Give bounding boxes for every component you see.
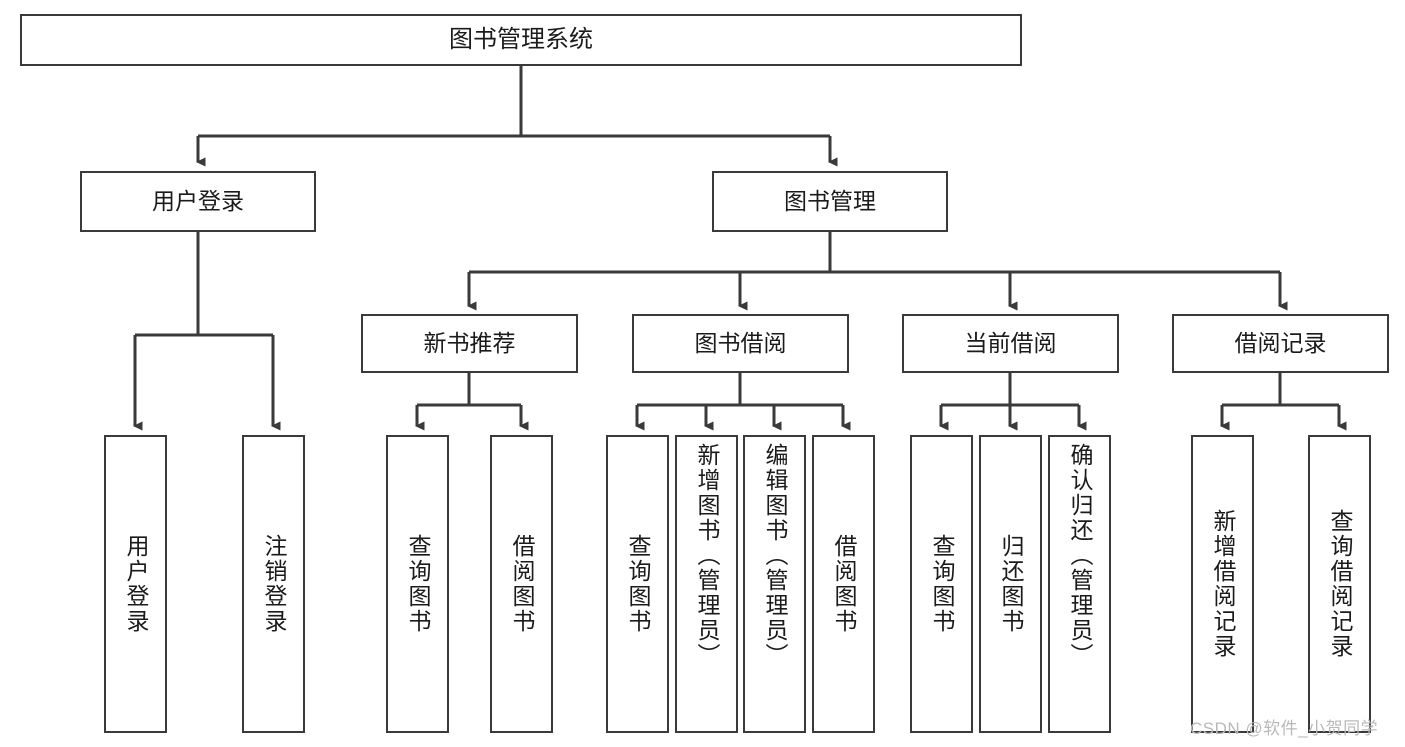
node-leaf-confirm-return[interactable]: 确认归还（管理员） <box>1048 435 1111 733</box>
node-leaf-query-book-1-label: 查询图书 <box>405 534 431 634</box>
node-leaf-user-login[interactable]: 用户登录 <box>104 435 167 733</box>
node-borrow-record[interactable]: 借阅记录 <box>1172 314 1389 373</box>
node-leaf-query-book-1[interactable]: 查询图书 <box>386 435 449 733</box>
node-book-manage[interactable]: 图书管理 <box>712 171 948 232</box>
node-leaf-query-book-3-label: 查询图书 <box>929 534 955 634</box>
node-leaf-borrow-book-2-label: 借阅图书 <box>831 534 857 634</box>
node-leaf-borrow-book-2[interactable]: 借阅图书 <box>812 435 875 733</box>
node-borrow-record-label: 借阅记录 <box>1234 329 1327 356</box>
node-leaf-user-login-label: 用户登录 <box>123 534 149 634</box>
node-leaf-query-record-label: 查询借阅记录 <box>1327 509 1353 659</box>
node-leaf-query-book-2[interactable]: 查询图书 <box>606 435 669 733</box>
node-book-borrow-label: 图书借阅 <box>694 329 787 356</box>
node-user-login-label: 用户登录 <box>152 187 244 214</box>
node-current-borrow-label: 当前借阅 <box>964 329 1057 356</box>
node-leaf-query-book-3[interactable]: 查询图书 <box>910 435 973 733</box>
node-current-borrow[interactable]: 当前借阅 <box>902 314 1119 373</box>
node-leaf-return-book[interactable]: 归还图书 <box>979 435 1042 733</box>
node-leaf-logout[interactable]: 注销登录 <box>242 435 305 733</box>
node-leaf-query-book-2-label: 查询图书 <box>625 534 651 634</box>
node-book-borrow[interactable]: 图书借阅 <box>632 314 849 373</box>
node-leaf-return-book-label: 归还图书 <box>998 534 1024 634</box>
node-root[interactable]: 图书管理系统 <box>20 14 1022 66</box>
node-leaf-add-book-label: 新增图书（管理员） <box>694 443 720 668</box>
node-leaf-add-record-label: 新增借阅记录 <box>1210 509 1236 659</box>
node-leaf-borrow-book-1[interactable]: 借阅图书 <box>490 435 553 733</box>
node-leaf-logout-label: 注销登录 <box>261 534 287 634</box>
node-leaf-borrow-book-1-label: 借阅图书 <box>509 534 535 634</box>
node-book-manage-label: 图书管理 <box>784 187 876 214</box>
node-root-label: 图书管理系统 <box>449 25 593 53</box>
node-leaf-add-book[interactable]: 新增图书（管理员） <box>675 435 738 733</box>
node-leaf-add-record[interactable]: 新增借阅记录 <box>1191 435 1254 733</box>
node-leaf-query-record[interactable]: 查询借阅记录 <box>1308 435 1371 733</box>
node-leaf-edit-book[interactable]: 编辑图书（管理员） <box>743 435 806 733</box>
node-new-book-recommendation-label: 新书推荐 <box>423 329 516 356</box>
csdn-watermark: CSDN @软件_小贺同学 <box>1190 719 1379 738</box>
node-leaf-confirm-return-label: 确认归还（管理员） <box>1067 443 1093 668</box>
node-user-login[interactable]: 用户登录 <box>80 171 316 232</box>
node-leaf-edit-book-label: 编辑图书（管理员） <box>762 443 788 668</box>
node-new-book-recommendation[interactable]: 新书推荐 <box>361 314 578 373</box>
